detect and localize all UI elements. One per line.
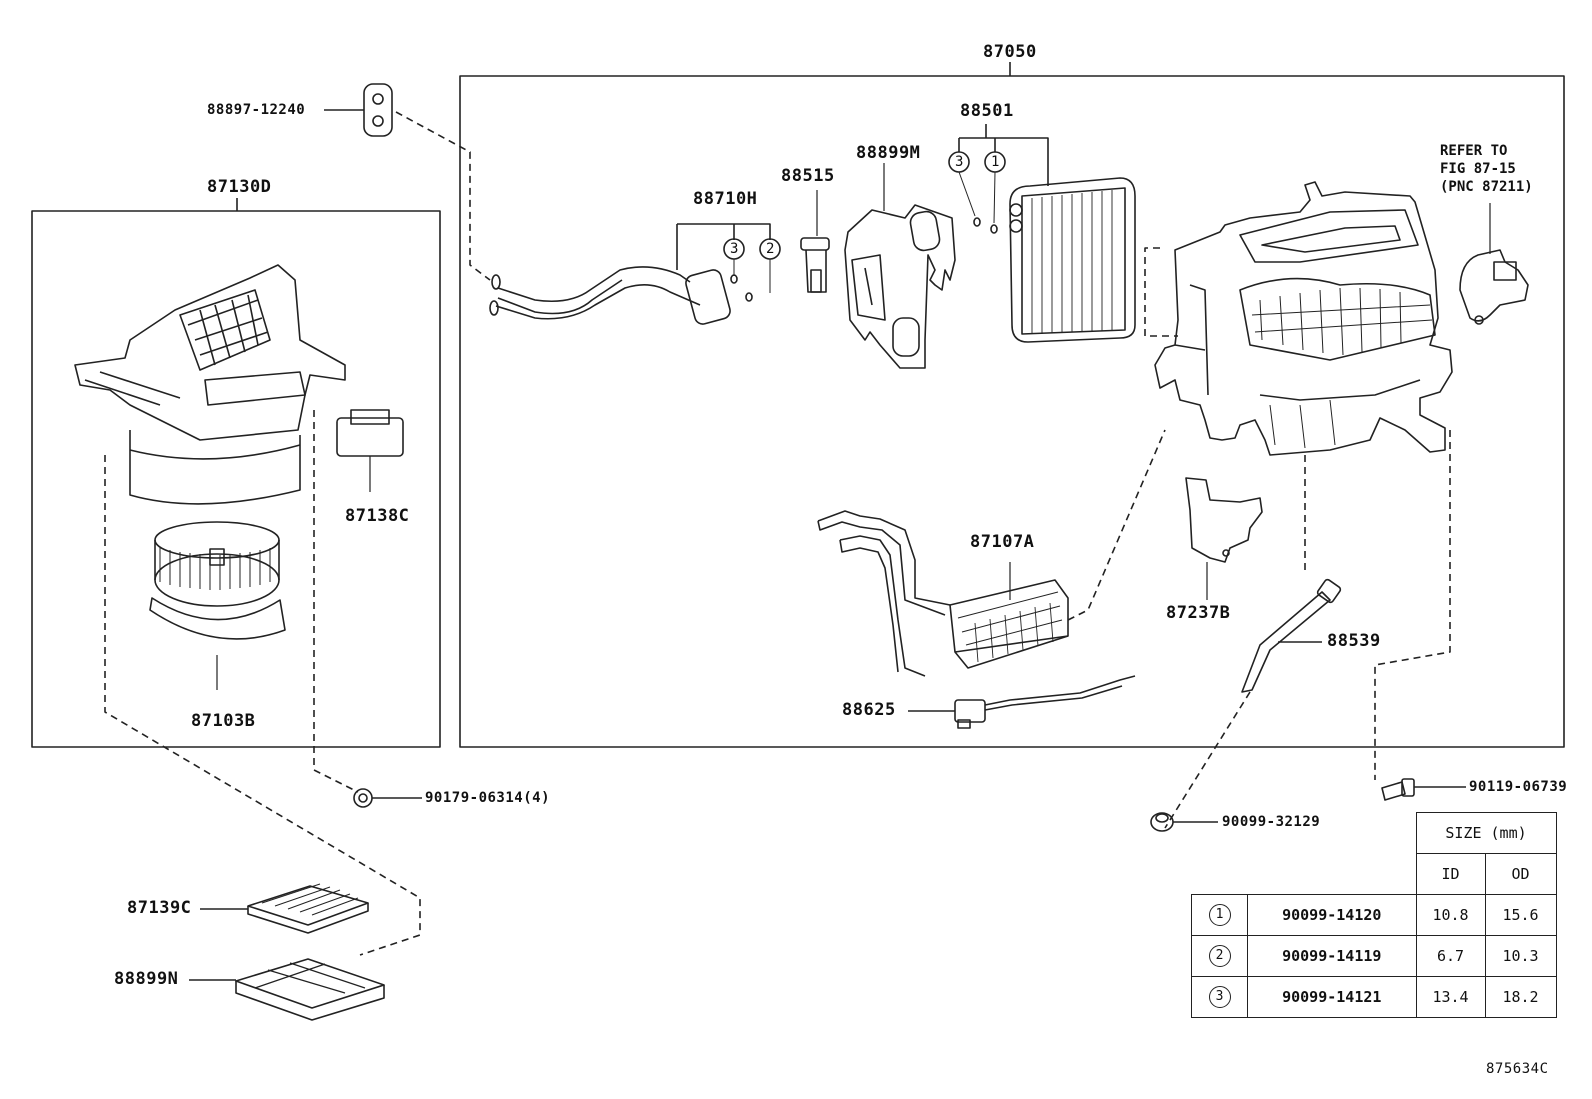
resistor-87138C-part [336,409,404,492]
size-table-title: SIZE (mm) [1415,812,1557,854]
table-row: 1 90099-14120 10.8 15.6 [1191,894,1557,936]
row-id: 10.8 [1415,894,1486,936]
row-part-number: 90099-14120 [1247,894,1417,936]
label-87107A: 87107A [970,532,1035,552]
nut-90179-part [353,788,373,808]
size-table: SIZE (mm) ID OD 1 90099-14120 10.8 15.6 … [1191,812,1557,1018]
callout-3-evap: 3 [955,154,964,170]
figure-code: 875634C [1486,1061,1549,1077]
bracket-87237B-part [1185,477,1263,563]
label-88515: 88515 [781,166,835,186]
row-number: 2 [1208,945,1231,967]
label-88899M: 88899M [856,143,921,163]
blower-motor-part [149,521,286,690]
filter-88899N-part [235,958,385,1021]
label-90119-06739: 90119-06739 [1469,779,1568,795]
table-row: 2 90099-14119 6.7 10.3 [1191,935,1557,977]
filter-87139C-part [247,883,369,934]
callout-3-tube: 3 [730,241,739,257]
row-id: 6.7 [1415,935,1486,977]
label-88899N: 88899N [114,969,179,989]
evaporator-88501-part [1009,177,1136,343]
hose-88539-part [1241,578,1342,693]
label-87130D: 87130D [207,177,272,197]
refer-line-1: REFER TO [1440,143,1508,159]
size-table-od-header: OD [1484,853,1557,895]
callout-1-evap: 1 [991,154,1000,170]
size-table-id-header: ID [1415,853,1486,895]
row-number: 1 [1208,904,1231,926]
valve-88515-part [800,237,830,293]
label-87139C: 87139C [127,898,192,918]
callout-2-tube: 2 [766,241,775,257]
label-87103B: 87103B [191,711,256,731]
row-od: 15.6 [1484,894,1557,936]
bracket-88897-part [363,83,393,137]
grommet-90099-part [1150,812,1174,832]
row-od: 18.2 [1484,976,1557,1018]
label-87237B: 87237B [1166,603,1231,623]
assembly-box-87050 [459,75,1565,748]
label-88710H: 88710H [693,189,758,209]
row-part-number: 90099-14121 [1247,976,1417,1018]
refer-note: REFER TO FIG 87-15 (PNC 87211) [1440,142,1533,197]
screw-90119-part [1381,778,1415,801]
label-88501: 88501 [960,101,1014,121]
heater-core-part [817,510,1069,677]
label-87138C: 87138C [345,506,410,526]
row-id: 13.4 [1415,976,1486,1018]
label-90179-06314: 90179-06314(4) [425,790,551,806]
main-case-part [1154,181,1453,456]
label-87050: 87050 [983,42,1037,62]
thermistor-88625-part [954,675,1136,729]
row-od: 10.3 [1484,935,1557,977]
refer-line-2: FIG 87-15 [1440,161,1516,178]
label-88625: 88625 [842,700,896,720]
refer-line-3: (PNC 87211) [1440,179,1533,196]
fan-shroud-87211-part [1459,249,1529,325]
row-part-number: 90099-14119 [1247,935,1417,977]
table-row: 3 90099-14121 13.4 18.2 [1191,976,1557,1018]
cover-88899M-part [844,204,956,369]
label-88539: 88539 [1327,631,1381,651]
row-number: 3 [1208,986,1231,1008]
label-88897-12240: 88897-12240 [207,102,306,118]
assembly-box-87130D [31,210,441,748]
blower-case-part [74,264,346,505]
label-90099-32129: 90099-32129 [1222,814,1321,830]
tube-88710H-part [489,266,731,325]
